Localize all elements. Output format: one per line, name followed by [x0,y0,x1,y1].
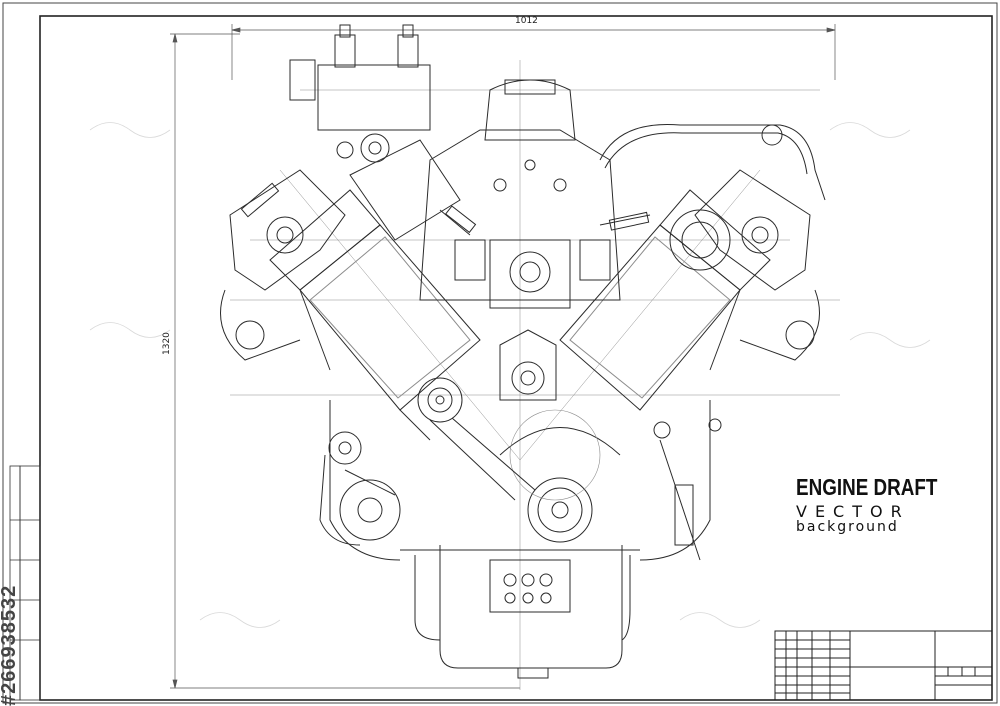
engine-drawing [220,24,840,690]
drawing-caption: background [796,519,899,535]
width-dimension-label: 1012 [515,16,538,26]
stock-id-label: #266938532 [0,584,20,706]
height-dimension-label: 1320 [162,332,172,355]
drawing-title: ENGINE DRAFT [796,474,938,500]
drawing-frame [39,15,993,701]
title-block [774,630,993,701]
left-margin-strip [9,465,41,701]
dimension-lines [170,24,836,689]
watermark-pattern [89,122,931,628]
drawing-subtitle: VECTOR [796,502,910,521]
